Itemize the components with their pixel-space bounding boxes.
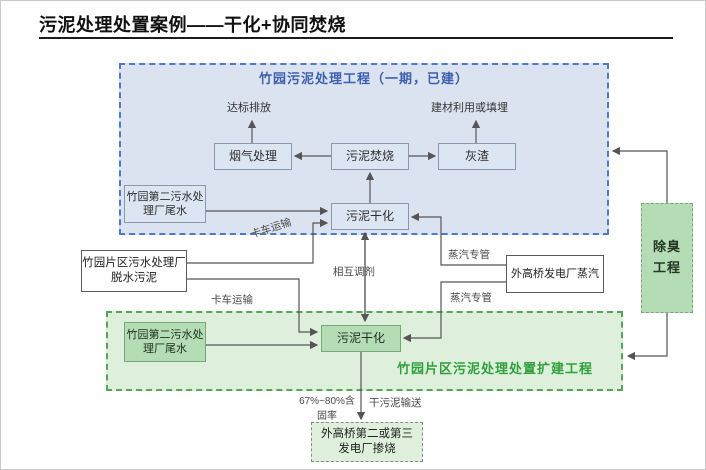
node-sludge-drying-phase1: 污泥干化 (331, 203, 409, 230)
label-truck-transport-bottom: 卡车运输 (211, 294, 253, 306)
label-dry-sludge-transport: 干污泥输送 (369, 397, 422, 409)
node-dewatered-sludge: 竹园片区污水处理厂脱水污泥 (81, 250, 187, 292)
node-sludge-drying-phase2: 污泥干化 (321, 325, 401, 352)
node-ash: 灰渣 (438, 143, 516, 170)
node-cofiring-plant: 外高桥第二或第三发电厂掺烧 (311, 422, 423, 462)
node-deodorization: 除臭工程 (641, 203, 693, 313)
label-steam-pipe-bottom: 蒸汽专管 (450, 292, 492, 304)
node-flue-gas-treatment: 烟气处理 (214, 143, 292, 170)
node-steam-source: 外高桥发电厂蒸汽 (506, 255, 604, 293)
title-underline (39, 37, 673, 39)
connector-deodor-phase2 (626, 313, 668, 361)
label-solids-content: 67%~80%含固率 (299, 396, 355, 422)
discharge-label: 达标排放 (227, 102, 271, 114)
label-steam-pipe-top: 蒸汽专管 (448, 249, 490, 261)
material-reuse-label: 建材利用或填埋 (431, 102, 508, 114)
connector-deodor-phase1 (611, 146, 668, 203)
node-tailwater-phase1: 竹园第二污水处理厂尾水 (124, 185, 206, 223)
phase1-title: 竹园污泥处理工程（一期，已建） (258, 71, 469, 86)
page-title: 污泥处理处置案例——干化+协同焚烧 (39, 15, 347, 35)
phase2-title: 竹园片区污泥处理处置扩建工程 (397, 361, 594, 376)
node-sludge-incineration: 污泥焚烧 (331, 143, 409, 170)
node-tailwater-phase2: 竹园第二污水处理厂尾水 (124, 322, 206, 362)
label-mutual-adjust: 相互调剂 (333, 266, 375, 278)
